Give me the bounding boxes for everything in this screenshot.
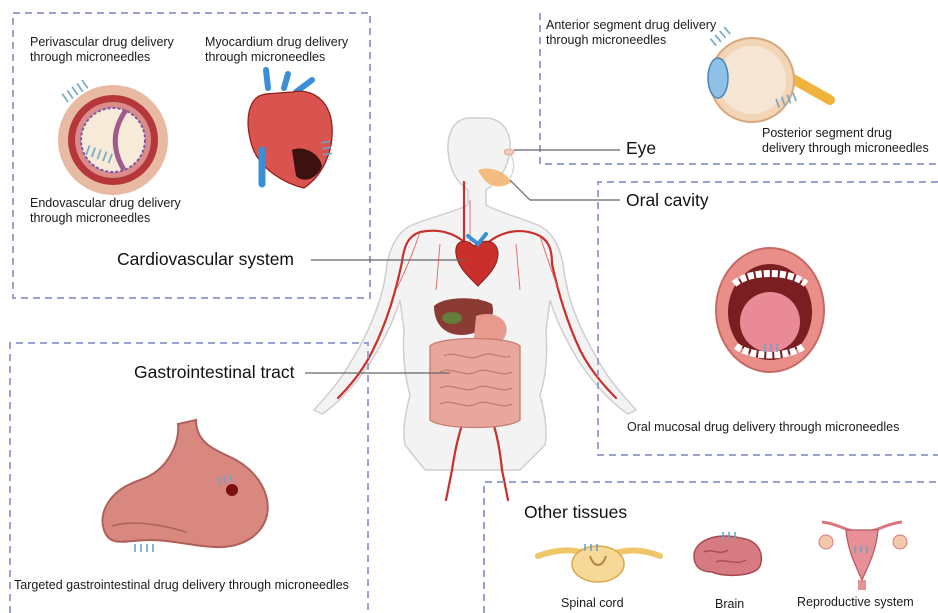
myocardium-label-line1: Myocardium drug delivery bbox=[205, 35, 348, 50]
spinal-cord-label: Spinal cord bbox=[561, 596, 624, 610]
stomach-icon bbox=[103, 420, 268, 552]
reproductive-system-label: Reproductive system bbox=[797, 595, 914, 609]
myocardium-label: Myocardium drug delivery through microne… bbox=[205, 35, 348, 65]
spinal-cord-icon bbox=[538, 544, 660, 582]
reproductive-system-icon bbox=[819, 522, 907, 590]
endovascular-label-line1: Endovascular drug delivery bbox=[30, 196, 181, 211]
endovascular-label-line2: through microneedles bbox=[30, 211, 181, 226]
brain-label: Brain bbox=[715, 597, 744, 611]
endovascular-label: Endovascular drug delivery through micro… bbox=[30, 196, 181, 226]
perivascular-label: Perivascular drug delivery through micro… bbox=[30, 35, 174, 65]
anterior-label-line2: through microneedles bbox=[546, 33, 716, 48]
eyeball-icon bbox=[708, 25, 830, 122]
oral-mucosal-caption: Oral mucosal drug delivery through micro… bbox=[627, 420, 899, 434]
brain-icon bbox=[694, 532, 761, 575]
gastrointestinal-tract-label: Gastrointestinal tract bbox=[134, 362, 294, 383]
gi-caption: Targeted gastrointestinal drug delivery … bbox=[14, 578, 349, 592]
open-mouth-icon bbox=[716, 248, 824, 372]
posterior-label-line2: delivery through microneedles bbox=[762, 141, 929, 156]
anterior-segment-label: Anterior segment drug delivery through m… bbox=[546, 18, 716, 48]
heart-icon bbox=[248, 70, 333, 188]
anterior-label-line1: Anterior segment drug delivery bbox=[546, 18, 716, 33]
perivascular-label-line2: through microneedles bbox=[30, 50, 174, 65]
other-tissues-label: Other tissues bbox=[524, 502, 627, 523]
human-body-illustration bbox=[314, 118, 636, 500]
perivascular-label-line1: Perivascular drug delivery bbox=[30, 35, 174, 50]
posterior-label-line1: Posterior segment drug bbox=[762, 126, 929, 141]
cardiovascular-system-label: Cardiovascular system bbox=[117, 249, 294, 270]
myocardium-label-line2: through microneedles bbox=[205, 50, 348, 65]
posterior-segment-label: Posterior segment drug delivery through … bbox=[762, 126, 929, 156]
blood-vessel-cross-section-icon bbox=[58, 78, 168, 195]
oral-cavity-label: Oral cavity bbox=[626, 190, 709, 211]
eye-label: Eye bbox=[626, 138, 656, 159]
